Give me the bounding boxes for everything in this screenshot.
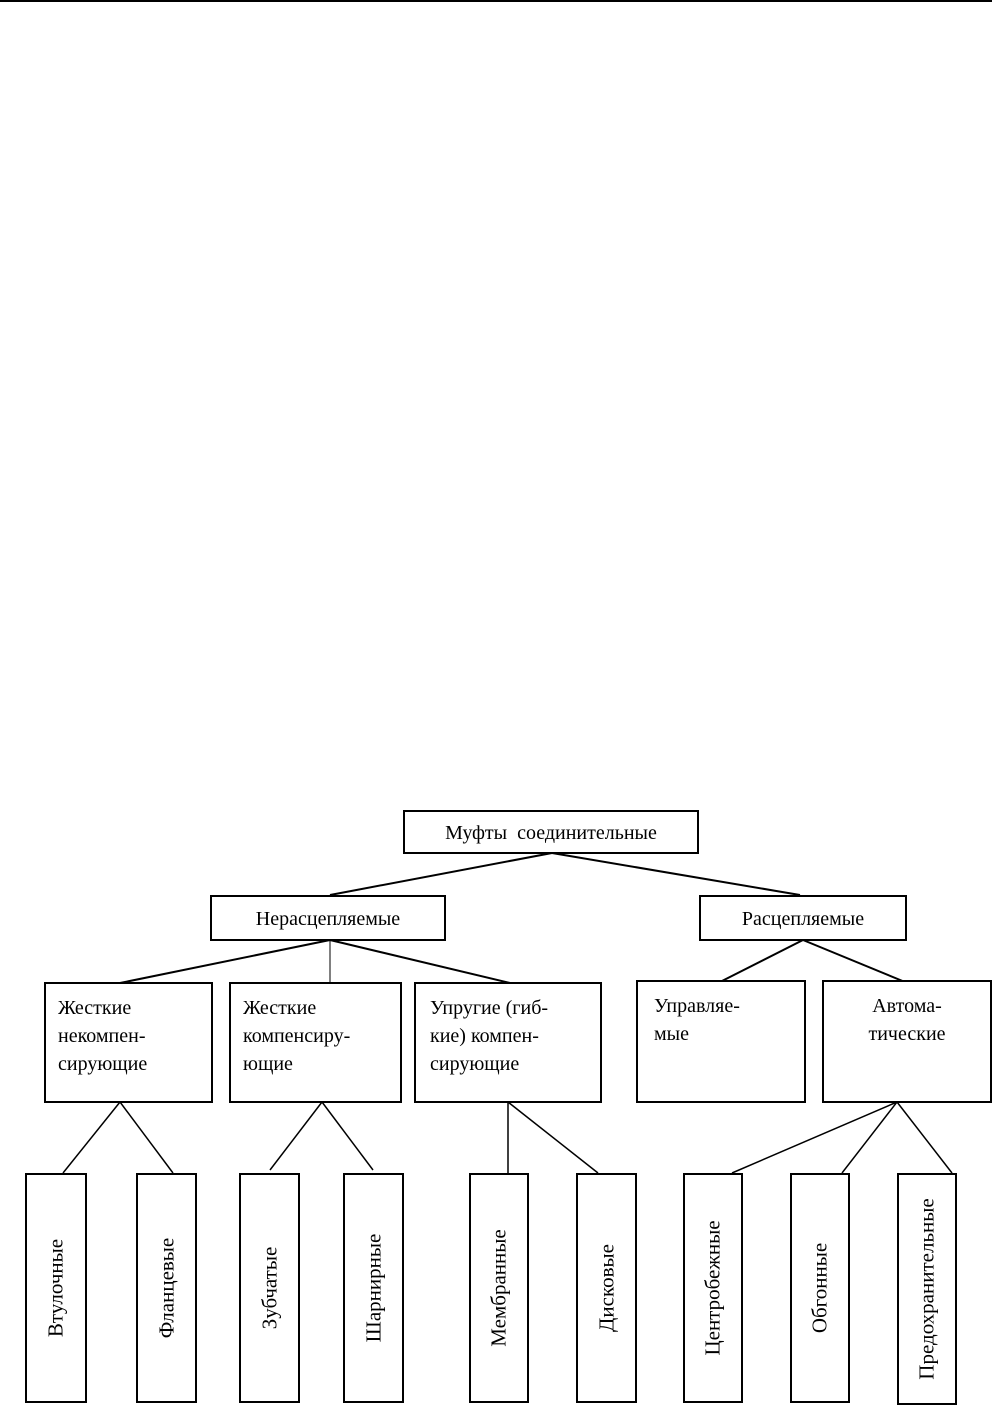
node-safety: Предохранительные	[897, 1173, 957, 1405]
link-elastic-disc	[507, 1101, 599, 1174]
node-sleeve: Втулочные	[25, 1173, 87, 1403]
link-auto-centrifugal	[731, 1101, 898, 1174]
node-disc: Дисковые	[576, 1173, 637, 1403]
node-non-disengaging: Нерасцепляемые	[210, 895, 446, 941]
link-rigidnc-sleeve	[62, 1101, 121, 1174]
node-rigid-compensating: Жесткие компенсиру- ющие	[229, 982, 402, 1103]
node-disengaging-label: Расцепляемые	[741, 908, 865, 930]
node-centrifugal: Центробежные	[683, 1173, 743, 1403]
node-rigid-noncompensating: Жесткие некомпен- сирующие	[44, 982, 213, 1103]
node-gear-label: Зубчатые	[257, 1246, 281, 1330]
node-automatic: Автома- тические	[822, 980, 992, 1103]
node-hinged-label: Шарнирные	[361, 1233, 385, 1343]
root-label: Муфты соединительные	[445, 822, 657, 844]
node-elastic-compensating-label: Упругие (гиб- кие) компен- сирующие	[430, 997, 549, 1075]
link-rel-controlled	[719, 939, 804, 983]
node-membrane: Мембранные	[469, 1173, 529, 1403]
link-auto-overrunning	[841, 1101, 898, 1174]
node-overrunning-label: Обгонные	[807, 1242, 832, 1334]
node-gear: Зубчатые	[239, 1173, 300, 1403]
node-controlled-label: Управляе- мые	[654, 995, 740, 1045]
link-nonrel-rigidnc	[119, 939, 331, 984]
link-rigidnc-flange	[119, 1101, 174, 1174]
node-controlled: Управляе- мые	[636, 980, 806, 1103]
link-auto-safety	[896, 1101, 953, 1174]
node-elastic-compensating: Упругие (гиб- кие) компен- сирующие	[414, 982, 602, 1103]
node-non-disengaging-label: Нерасцепляемые	[255, 908, 401, 930]
link-rel-automatic	[802, 939, 906, 983]
page-top-rule	[0, 0, 992, 2]
node-disc-label: Дисковые	[594, 1244, 618, 1332]
root-node: Муфты соединительные	[403, 810, 699, 854]
node-hinged: Шарнирные	[343, 1173, 404, 1403]
node-membrane-label: Мембранные	[486, 1229, 511, 1347]
node-centrifugal-label: Центробежные	[700, 1220, 725, 1356]
link-root-rel	[551, 852, 801, 896]
node-automatic-label: Автома- тические	[868, 995, 946, 1045]
link-rigidc-hinged	[321, 1101, 374, 1171]
node-rigid-compensating-label: Жесткие компенсиру- ющие	[243, 997, 351, 1075]
node-flange: Фланцевые	[136, 1173, 197, 1403]
link-nonrel-elastic	[329, 939, 511, 984]
node-disengaging: Расцепляемые	[699, 895, 907, 941]
node-flange-label: Фланцевые	[154, 1237, 178, 1339]
link-root-nonrel	[329, 852, 553, 896]
node-rigid-noncompensating-label: Жесткие некомпен- сирующие	[58, 997, 148, 1075]
link-rigidc-gear	[269, 1101, 323, 1171]
node-sleeve-label: Втулочные	[43, 1238, 68, 1338]
node-overrunning: Обгонные	[790, 1173, 850, 1403]
node-safety-label: Предохранительные	[914, 1198, 939, 1380]
